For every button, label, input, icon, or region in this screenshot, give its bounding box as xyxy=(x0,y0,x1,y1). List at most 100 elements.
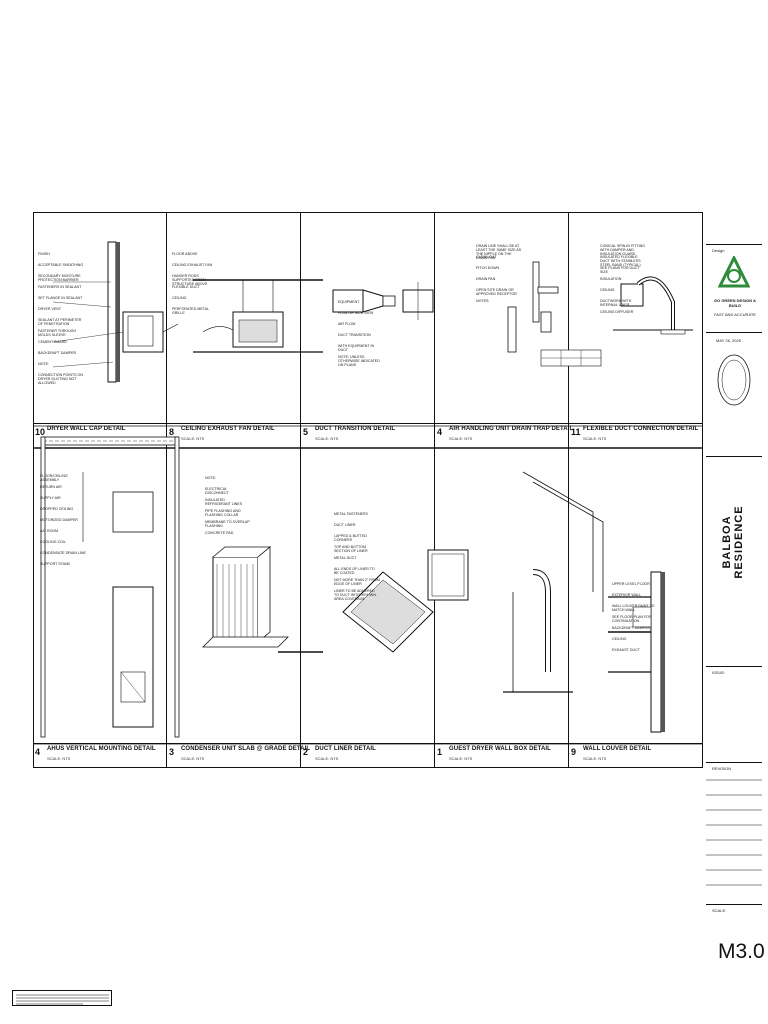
detail-title: CONDENSER UNIT SLAB @ GRADE DETAIL xyxy=(181,746,311,752)
callout-note: CEILING DIFFUSER xyxy=(600,310,634,314)
callout-note: FLEXIBLE DUCT xyxy=(172,285,200,289)
callout-note: CEILING EXHAUST FAN xyxy=(172,263,213,267)
date-text: MAY 26, 2025 xyxy=(716,338,741,343)
sheet-number: M3.0 xyxy=(718,940,765,963)
callout-note: SEE FLOOR PLAN FOR CONTINUATION xyxy=(612,615,652,623)
detail-title: DUCT TRANSITION DETAIL xyxy=(315,426,396,432)
disclaimer-stamp xyxy=(12,990,112,1006)
detail-number: 3 xyxy=(169,747,175,757)
detail-number: 8 xyxy=(169,427,175,437)
divider xyxy=(706,332,762,333)
detail-title: DRYER WALL CAP DETAIL xyxy=(47,426,126,432)
detail-title: DUCT LINER DETAIL xyxy=(315,746,376,752)
callout-note: DRAIN PAN xyxy=(476,277,496,281)
detail-scale: SCALE: NTS xyxy=(583,756,607,761)
callout-note: A/C ROOM xyxy=(40,529,59,533)
callout-note: CEILING xyxy=(612,637,627,641)
drawing-sheet-frame xyxy=(33,212,703,768)
callout-note: NOTE: xyxy=(38,362,49,366)
detail-number: 10 xyxy=(35,427,46,437)
callout-note: FINISH xyxy=(38,252,50,256)
dryer-wall-cap-drawing xyxy=(52,241,179,383)
duct-liner-drawing xyxy=(342,549,469,653)
panel-title-bar: 2 DUCT LINER DETAIL SCALE: NTS xyxy=(301,743,434,768)
callout-note: FASTENER THROUGH MOLDS SLEEVE xyxy=(38,329,77,337)
callout-note: ACCEPTABLE SHEATHING xyxy=(38,263,84,267)
logo-icon xyxy=(718,256,750,288)
project-name: BALBOA RESIDENCE xyxy=(721,505,745,579)
callout-note: UPPER LEVEL FLOOR xyxy=(612,582,650,586)
callout-note: PERFORATED METAL GRILLE xyxy=(172,307,209,315)
callout-note: FLOOR ABOVE xyxy=(172,252,198,256)
detail-number: 5 xyxy=(303,427,309,437)
detail-scale: SCALE: NTS xyxy=(315,756,339,761)
detail-drawings xyxy=(33,241,703,745)
detail-title: CEILING EXHAUST FAN DETAIL xyxy=(181,426,275,432)
callout-note: BACKDRAFT DAMPER xyxy=(612,626,651,630)
divider xyxy=(706,456,762,457)
callout-note: CONCRETE PAD xyxy=(205,531,234,535)
callout-note: DROPPED CEILING xyxy=(40,507,74,511)
callout-note: METAL DUCT xyxy=(334,556,357,560)
detail-number: 4 xyxy=(35,747,41,757)
condenser-unit-drawing xyxy=(202,546,323,653)
callout-note: TOP AND BOTTOM SECTION OF LINER xyxy=(334,545,368,553)
revision-label: REVISION xyxy=(712,766,732,771)
detail-title: FLEXIBLE DUCT CONNECTION DETAIL xyxy=(583,426,699,432)
callout-note: DRAIN LINE SHALL BE AT LEAST THE SAME SI… xyxy=(476,244,522,260)
callout-note: INSULATED REFRIGERANT LINES xyxy=(205,498,243,506)
callout-note: NOTE: UNLESS OTHERWISE INDICATED ON PLAN… xyxy=(338,355,380,367)
callout-note: PITCH DOWN xyxy=(476,266,500,270)
callout-note: CEMENT BOARD xyxy=(38,340,67,344)
callout-note: BACKDRAFT DAMPER xyxy=(38,351,77,355)
callout-note: CONNECTION POINTS ON DRYER DUCTING NOT A… xyxy=(38,373,83,385)
ahu-vertical-drawing xyxy=(40,436,180,738)
callout-note: CONICAL SPIN-IN FITTING WITH DAMPER AND … xyxy=(600,244,645,256)
callout-note: DUCT LINER xyxy=(334,523,356,527)
divider xyxy=(706,666,762,667)
callout-note: EQUIPMENT xyxy=(338,300,360,304)
callout-note: DUCTWORK WITH INTERNAL LINER xyxy=(600,299,632,307)
divider xyxy=(706,762,762,763)
callout-note: FASTENERS IN SEALANT xyxy=(38,285,82,289)
revision-grid xyxy=(706,779,762,886)
detail-scale: SCALE: NTS xyxy=(449,756,473,761)
detail-number: 2 xyxy=(303,747,309,757)
callout-note: HANGER RODS SUPPORTED FROM STRUCTURE ABO… xyxy=(172,274,208,286)
drain-trap-drawing xyxy=(507,261,602,367)
callout-note: INSULATED FLEXIBLE DUCT WITH STAINLESS S… xyxy=(600,255,641,267)
callout-note: PLAN OR SIDE VIEW xyxy=(338,311,374,315)
callout-note: NOT MORE THAN 2" FROM EDGE OF LINER xyxy=(334,578,380,586)
callout-note: CEILING xyxy=(172,296,187,300)
detail-title: GUEST DRYER WALL BOX DETAIL xyxy=(449,746,551,752)
dryer-wall-box-drawing xyxy=(503,471,604,693)
detail-panel: 2 DUCT LINER DETAIL SCALE: NTS xyxy=(301,448,435,768)
callout-note: ALL ENDS OF LINER TO BE COATED xyxy=(334,567,375,575)
ceiling-exhaust-fan-drawing xyxy=(193,279,323,353)
firm-line: FAST AND ACCURATE xyxy=(714,312,756,317)
callout-note: MEMBRANE TO OVERLAP FLASHING xyxy=(205,520,250,528)
callout-note: SET FLANGE IN SEALANT xyxy=(38,296,83,300)
callout-note: WITH EQUIPMENT IN DUCT xyxy=(338,344,375,352)
detail-number: 1 xyxy=(437,747,443,757)
project-name-container: BALBOA RESIDENCE xyxy=(713,480,753,620)
duct-transition-drawing xyxy=(332,282,434,320)
detail-title: AHUs VERTICAL MOUNTING DETAIL xyxy=(47,746,156,752)
detail-panel: 1 GUEST DRYER WALL BOX DETAIL SCALE: NTS xyxy=(435,448,569,768)
callout-note: FLOOR/CEILING ASSEMBLY xyxy=(40,474,68,482)
detail-number: 4 xyxy=(437,427,443,437)
flexible-duct-drawing xyxy=(613,276,693,335)
divider xyxy=(706,244,762,245)
callout-note: EXTERIOR WALL xyxy=(612,593,642,597)
